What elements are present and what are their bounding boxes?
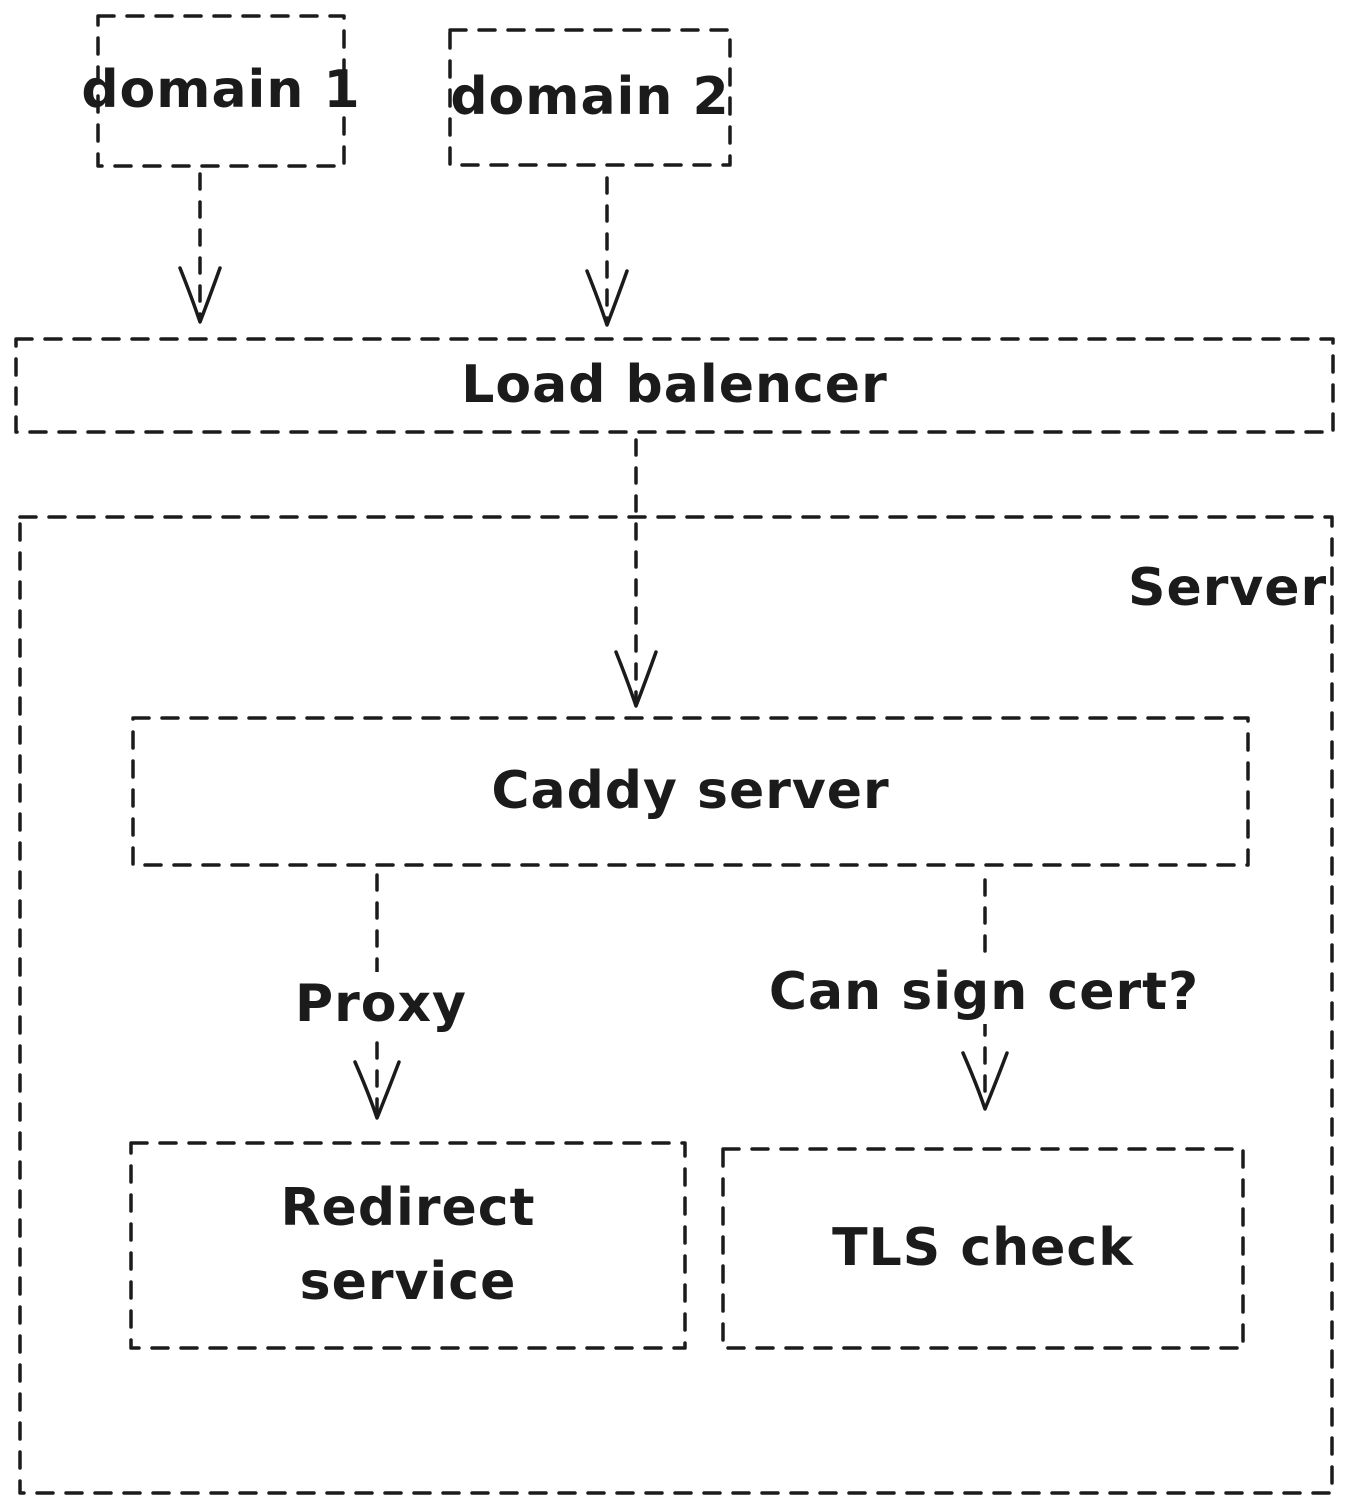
domain-2-box xyxy=(448,28,732,167)
load-balancer-box xyxy=(14,337,1335,434)
server-group-label: Server xyxy=(1128,558,1328,618)
caddy-server-label: Caddy server xyxy=(491,760,890,821)
arrow-lb-to-caddy xyxy=(614,438,658,708)
redirect-service-label: Redirect service xyxy=(280,1177,536,1312)
tls-check-box xyxy=(721,1147,1245,1350)
domain-1-label: domain 1 xyxy=(81,60,361,121)
domain-2-label: domain 2 xyxy=(450,66,730,127)
tls-check-label: TLS check xyxy=(832,1217,1134,1278)
can-sign-cert-edge-label: Can sign cert? xyxy=(756,960,1212,1024)
proxy-edge-label: Proxy xyxy=(283,972,479,1036)
server-group-box xyxy=(18,515,1334,1495)
arrow-domain1-to-lb xyxy=(178,172,222,324)
domain-1-box xyxy=(96,14,346,168)
arrow-domain2-to-lb xyxy=(585,176,629,327)
caddy-server-box xyxy=(131,716,1250,867)
load-balancer-label: Load balencer xyxy=(461,354,888,415)
redirect-service-box xyxy=(129,1141,687,1350)
